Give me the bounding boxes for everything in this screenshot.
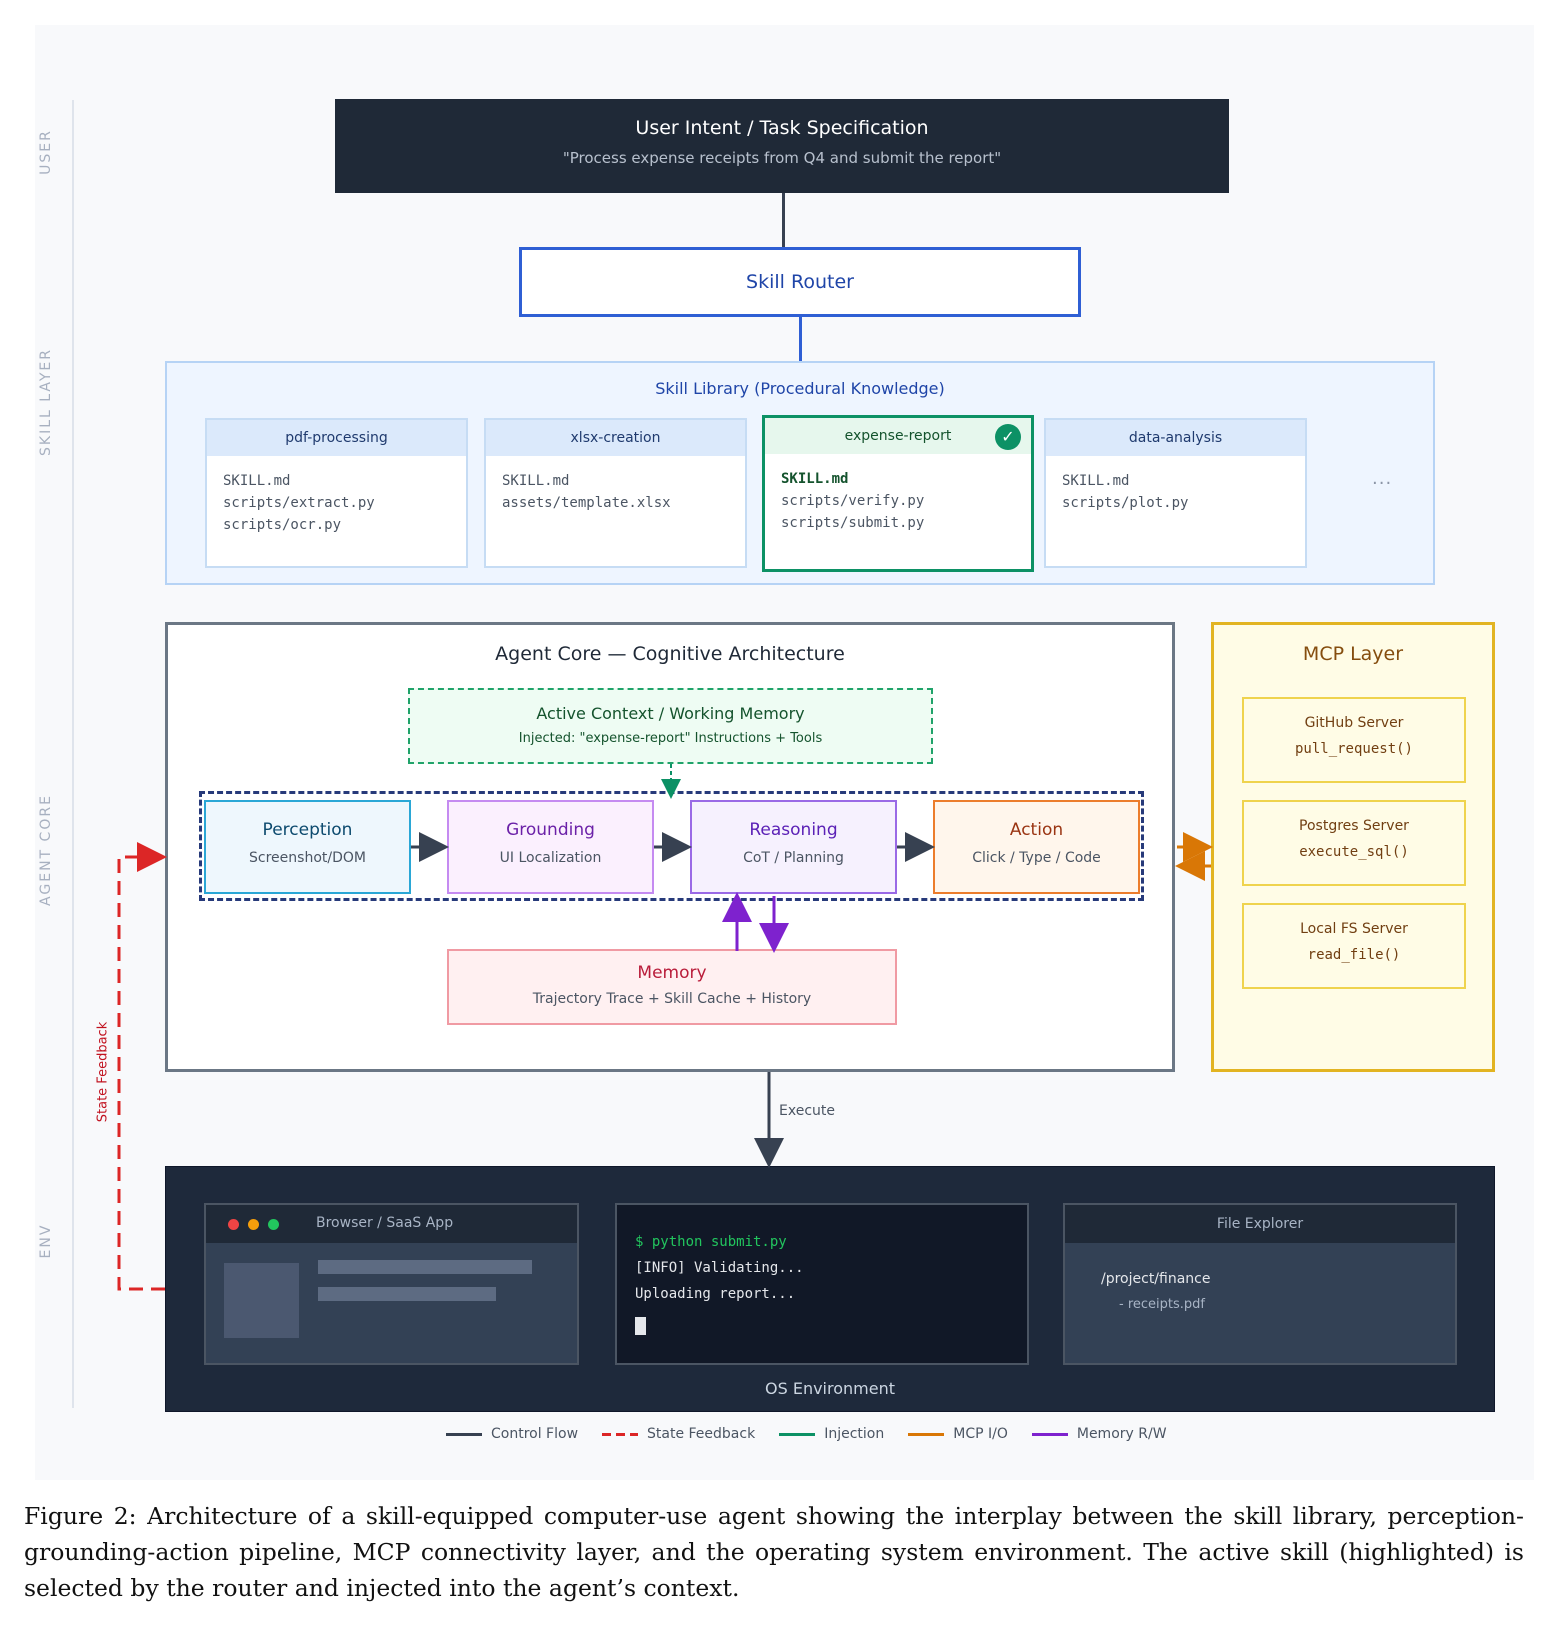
- legend-label: Injection: [824, 1426, 885, 1442]
- close-dot-icon: [228, 1219, 239, 1230]
- stage-title: Reasoning: [749, 820, 838, 840]
- file-explorer-window: File Explorer /project/finance - receipt…: [1063, 1203, 1457, 1365]
- skill-file: SKILL.md: [502, 473, 570, 489]
- mcp-layer: MCP Layer GitHub Server pull_request() P…: [1211, 622, 1495, 1072]
- maximize-dot-icon: [268, 1219, 279, 1230]
- terminal-line: Uploading report...: [635, 1286, 796, 1302]
- image-placeholder: [224, 1263, 299, 1338]
- legend: Control Flow State Feedback Injection MC…: [446, 1424, 1191, 1444]
- skill-file: scripts/submit.py: [781, 515, 925, 531]
- text-placeholder-line: [318, 1287, 496, 1301]
- legend-swatch: [446, 1432, 482, 1436]
- mcp-server-name: Local FS Server: [1300, 921, 1408, 937]
- terminal-line: [INFO] Validating...: [635, 1260, 804, 1276]
- file-path: /project/finance: [1101, 1271, 1211, 1287]
- mcp-server-name: GitHub Server: [1304, 715, 1404, 731]
- skill-card-expense-report: expense-report ✓ SKILL.md scripts/verify…: [762, 415, 1034, 572]
- skill-file: assets/template.xlsx: [502, 495, 671, 511]
- connector-intent-router: [782, 193, 785, 247]
- mcp-layer-title: MCP Layer: [1302, 643, 1404, 665]
- stage-perception: Perception Screenshot/DOM: [204, 800, 411, 894]
- execute-label: Execute: [779, 1103, 835, 1119]
- skill-card-xlsx-creation: xlsx-creation SKILL.md assets/template.x…: [484, 418, 747, 568]
- skill-card-name: xlsx-creation: [486, 420, 745, 456]
- os-environment-title: OS Environment: [765, 1379, 895, 1398]
- skill-file: scripts/plot.py: [1062, 495, 1189, 511]
- file-explorer-title: File Explorer: [1065, 1205, 1455, 1243]
- check-icon: ✓: [995, 424, 1021, 450]
- stage-title: Perception: [262, 820, 353, 840]
- terminal-window: $ python submit.py [INFO] Validating... …: [615, 1203, 1029, 1365]
- text-placeholder-line: [318, 1260, 532, 1274]
- stage-reasoning: Reasoning CoT / Planning: [690, 800, 897, 894]
- legend-item-state-feedback: State Feedback: [602, 1426, 755, 1442]
- skill-file: scripts/ocr.py: [223, 517, 342, 533]
- active-context-title: Active Context / Working Memory: [536, 704, 805, 723]
- legend-swatch: [1031, 1432, 1068, 1436]
- legend-item-control-flow: Control Flow: [446, 1426, 578, 1442]
- skill-library-title: Skill Library (Procedural Knowledge): [655, 379, 945, 398]
- mcp-server-call: pull_request(): [1294, 741, 1413, 757]
- active-context-subtitle: Injected: "expense-report" Instructions …: [518, 731, 823, 746]
- skill-card-name: expense-report: [765, 418, 1031, 454]
- legend-label: Control Flow: [491, 1426, 579, 1442]
- browser-title: Browser / SaaS App: [316, 1215, 454, 1231]
- legend-label: State Feedback: [647, 1426, 756, 1442]
- skill-card-name: pdf-processing: [207, 420, 466, 456]
- stage-title: Action: [1009, 820, 1064, 840]
- browser-window: Browser / SaaS App: [204, 1203, 579, 1365]
- user-intent-subtitle: "Process expense receipts from Q4 and su…: [562, 149, 1002, 167]
- minimize-dot-icon: [248, 1219, 259, 1230]
- skill-file: scripts/extract.py: [223, 495, 375, 511]
- mcp-server-local-fs: Local FS Server read_file(): [1242, 903, 1466, 989]
- mcp-server-postgres: Postgres Server execute_sql(): [1242, 800, 1466, 886]
- user-intent-box: User Intent / Task Specification "Proces…: [335, 99, 1229, 193]
- os-environment: Browser / SaaS App $ python submit.py [I…: [165, 1166, 1495, 1412]
- arrow-state-feedback: [117, 842, 167, 1291]
- memory-box: Memory Trajectory Trace + Skill Cache + …: [447, 949, 897, 1025]
- skill-file: SKILL.md: [781, 471, 849, 487]
- side-rule: [72, 100, 74, 1408]
- stage-title: Grounding: [506, 820, 595, 840]
- stage-grounding: Grounding UI Localization: [447, 800, 654, 894]
- skill-card-data-analysis: data-analysis SKILL.md scripts/plot.py: [1044, 418, 1307, 568]
- stage-subtitle: CoT / Planning: [743, 850, 844, 866]
- legend-swatch: [908, 1432, 945, 1436]
- legend-swatch: [602, 1432, 639, 1436]
- skill-more-ellipsis: ...: [1372, 468, 1393, 489]
- memory-subtitle: Trajectory Trace + Skill Cache + History: [532, 991, 812, 1007]
- legend-label: Memory R/W: [1076, 1426, 1167, 1442]
- legend-item-injection: Injection: [779, 1426, 884, 1442]
- stage-subtitle: Screenshot/DOM: [249, 850, 366, 866]
- legend-item-mcp-io: MCP I/O: [908, 1426, 1008, 1442]
- mcp-server-name: Postgres Server: [1299, 818, 1409, 834]
- memory-title: Memory: [637, 963, 707, 983]
- skill-router: Skill Router: [519, 247, 1081, 317]
- legend-swatch: [779, 1432, 816, 1436]
- skill-card-pdf-processing: pdf-processing SKILL.md scripts/extract.…: [205, 418, 468, 568]
- active-context: Active Context / Working Memory Injected…: [408, 688, 933, 764]
- mcp-server-github: GitHub Server pull_request(): [1242, 697, 1466, 783]
- connector-router-library: [799, 317, 802, 361]
- skill-file: scripts/verify.py: [781, 493, 925, 509]
- mcp-server-call: execute_sql(): [1299, 844, 1409, 860]
- stage-subtitle: Click / Type / Code: [972, 850, 1101, 866]
- browser-title-bar: Browser / SaaS App: [206, 1205, 577, 1243]
- legend-item-memory-rw: Memory R/W: [1031, 1426, 1167, 1442]
- file-entry: - receipts.pdf: [1119, 1297, 1205, 1312]
- mcp-server-call: read_file(): [1307, 947, 1401, 963]
- agent-core-title: Agent Core — Cognitive Architecture: [495, 643, 845, 665]
- skill-card-name: data-analysis: [1046, 420, 1305, 456]
- terminal-cursor: [635, 1317, 646, 1335]
- skill-library: Skill Library (Procedural Knowledge) pdf…: [165, 361, 1435, 585]
- skill-file: SKILL.md: [223, 473, 291, 489]
- user-intent-title: User Intent / Task Specification: [635, 117, 929, 139]
- skill-file: SKILL.md: [1062, 473, 1130, 489]
- figure-caption: Figure 2: Architecture of a skill-equipp…: [24, 1502, 1524, 1602]
- stage-subtitle: UI Localization: [499, 850, 602, 866]
- terminal-line: $ python submit.py: [635, 1234, 787, 1250]
- legend-label: MCP I/O: [953, 1426, 1008, 1442]
